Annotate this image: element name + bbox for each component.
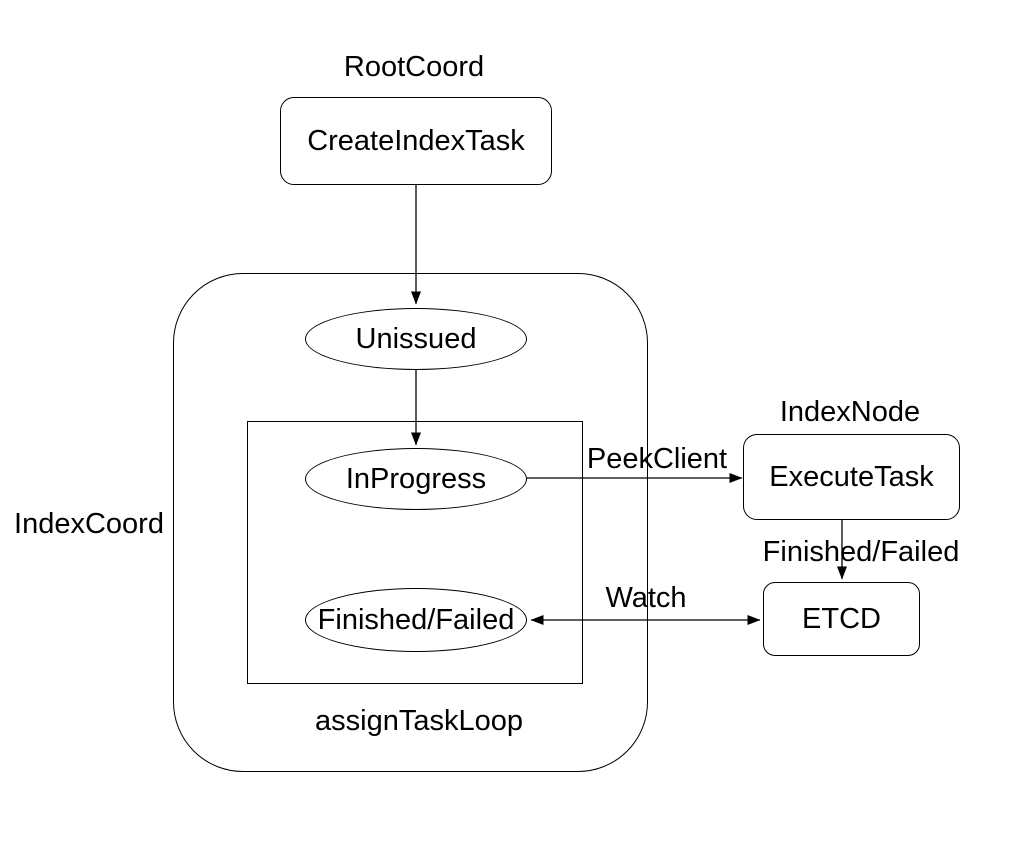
assign-task-loop-label: assignTaskLoop [315, 705, 523, 737]
index-node-label: IndexNode [779, 396, 921, 428]
node-unissued-label: Unissued [355, 322, 477, 355]
node-execute-task: ExecuteTask [743, 434, 960, 520]
node-etcd: ETCD [763, 582, 920, 656]
node-in-progress: InProgress [305, 448, 527, 510]
node-create-index-task-label: CreateIndexTask [307, 124, 525, 157]
node-etcd-label: ETCD [802, 602, 881, 635]
node-unissued: Unissued [305, 308, 527, 370]
index-coord-container [173, 273, 648, 772]
root-coord-label: RootCoord [343, 51, 485, 83]
node-create-index-task: CreateIndexTask [280, 97, 552, 185]
node-execute-task-label: ExecuteTask [769, 460, 934, 493]
node-finished-failed: Finished/Failed [305, 588, 527, 652]
index-coord-label: IndexCoord [14, 508, 164, 540]
edge-label-peek-client: PeekClient [586, 443, 728, 475]
node-finished-failed-label: Finished/Failed [317, 603, 515, 636]
node-in-progress-label: InProgress [345, 462, 487, 495]
assign-task-loop-container [247, 421, 583, 684]
edge-label-finished-failed: Finished/Failed [762, 536, 960, 568]
edge-label-watch: Watch [605, 582, 687, 614]
